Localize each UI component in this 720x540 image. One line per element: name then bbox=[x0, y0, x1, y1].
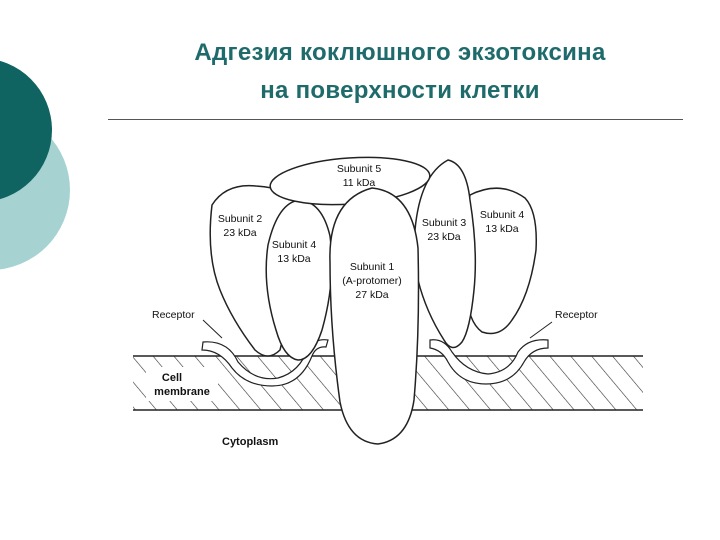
subunit-1-mass: 27 kDa bbox=[355, 289, 388, 301]
subunit-2-name: Subunit 2 bbox=[218, 213, 263, 225]
subunit-4-right-mass: 13 kDa bbox=[485, 223, 518, 235]
decorative-circles bbox=[0, 60, 70, 270]
subunit-3-shape bbox=[413, 159, 477, 349]
receptor-left-pointer bbox=[202, 319, 223, 339]
dark-circle bbox=[0, 60, 52, 200]
receptor-right-cup bbox=[429, 339, 549, 385]
receptor-left-label: Receptor bbox=[152, 309, 195, 321]
subunit-5-mass: 11 kDa bbox=[343, 177, 376, 189]
cell-membrane-label-2: membrane bbox=[154, 386, 210, 398]
subunit-1-note: (A-protomer) bbox=[342, 275, 402, 287]
subunit-3-name: Subunit 3 bbox=[422, 217, 467, 229]
membrane-label-bg bbox=[146, 367, 218, 401]
title-line-2: на поверхности клетки bbox=[260, 77, 540, 104]
subunit-2-mass: 23 kDa bbox=[223, 227, 256, 239]
subunit-4-left-mass: 13 kDa bbox=[277, 253, 310, 265]
subunit-4-left-name: Subunit 4 bbox=[272, 239, 317, 251]
cell-membrane-label-1: Cell bbox=[162, 372, 182, 384]
receptor-right-label: Receptor bbox=[555, 309, 598, 321]
receptor-left-cup bbox=[201, 339, 329, 387]
subunit-1-shape bbox=[329, 187, 420, 445]
subunit-1-name: Subunit 1 bbox=[350, 261, 395, 273]
title-line-1: Адгезия коклюшного экзотоксина bbox=[194, 39, 606, 66]
subunit-5-name: Subunit 5 bbox=[337, 163, 382, 175]
slide-title: Адгезия коклюшного экзотоксина на поверх… bbox=[100, 34, 700, 110]
title-divider bbox=[108, 119, 683, 120]
subunit-4-right-name: Subunit 4 bbox=[480, 209, 525, 221]
receptor-right-pointer bbox=[529, 321, 553, 339]
subunit-3-mass: 23 kDa bbox=[427, 231, 460, 243]
cytoplasm-label: Cytoplasm bbox=[222, 436, 278, 448]
